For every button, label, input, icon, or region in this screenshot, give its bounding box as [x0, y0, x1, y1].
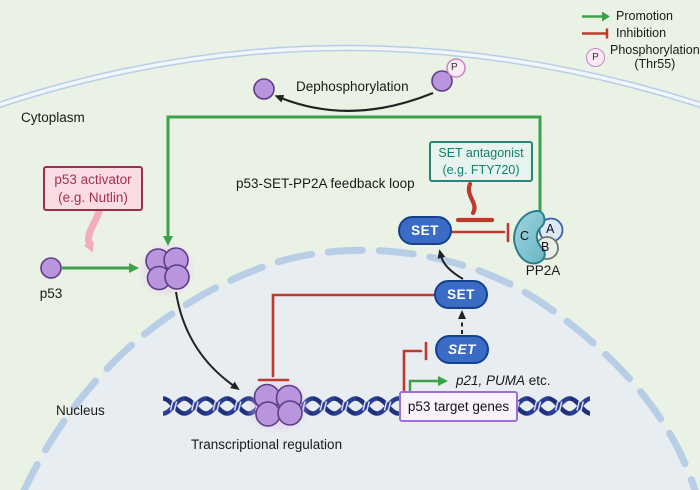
pp2a-a-label: A	[546, 222, 555, 236]
nucleus-region	[24, 250, 695, 490]
nuclear-envelope	[20, 246, 699, 490]
pp2a-label: PP2A	[525, 263, 561, 278]
etc-text: etc.	[525, 373, 551, 388]
p53-activator-line2: (e.g. Nutlin)	[58, 189, 128, 205]
set-antagonist-box: SET antagonist (e.g. FTY720)	[429, 141, 533, 182]
legend-phospho-line2: (Thr55)	[634, 57, 676, 72]
target-genes-products-label: p21, PUMA etc.	[456, 373, 551, 388]
set-inhibits-pp2a	[450, 222, 510, 243]
legend-phospho-line1: Phosphorylation	[610, 43, 700, 57]
set-antagonist-line1: SET antagonist	[438, 146, 524, 161]
legend-promotion-label: Promotion	[616, 9, 673, 23]
feedback-loop-title: p53-SET-PP2A feedback loop	[236, 176, 415, 191]
legend-phosphorylation-row: P Phosphorylation (Thr55)	[581, 43, 700, 72]
cell-membrane-inner	[0, 46, 700, 107]
phosphate-badge	[446, 58, 466, 78]
p53-tetramer-on-dna	[253, 383, 303, 427]
antagonist-inhibition	[455, 181, 495, 223]
p53-target-genes-box: p53 target genes	[399, 391, 518, 422]
phosphate-badge-label: P	[451, 62, 458, 73]
promotion-arrow-icon	[582, 11, 610, 21]
p53-activator-box: p53 activator (e.g. Nutlin)	[43, 166, 143, 211]
dna-helix	[163, 394, 590, 418]
p53-phosphorylated	[431, 70, 453, 92]
pp2a-c-label: C	[520, 229, 530, 243]
target-genes-inhibit-set	[402, 341, 428, 393]
p53-label: p53	[39, 286, 63, 301]
nucleus-label: Nucleus	[56, 403, 105, 418]
p53-activator-line1: p53 activator	[54, 171, 132, 187]
set-protein-cytoplasm: SET	[398, 216, 452, 245]
p21-puma-italic: p21, PUMA	[456, 373, 526, 388]
dna-tetramer-glow	[245, 377, 311, 435]
transcriptional-regulation-label: Transcriptional regulation	[191, 437, 343, 452]
legend-inhibition-row: Inhibition	[581, 26, 700, 40]
p53-tetramer	[145, 247, 190, 291]
activator-arrow	[83, 208, 103, 253]
p53-monomer	[40, 257, 62, 279]
target-genes-promotion-arrow	[408, 376, 448, 391]
set-translocation-arrow	[437, 249, 464, 280]
set-antagonist-line2: (e.g. FTY720)	[442, 162, 520, 177]
legend-inhibition-label: Inhibition	[616, 26, 667, 40]
dephosphorylation-arrow	[274, 91, 434, 112]
phosphorylation-icon: P	[586, 47, 605, 67]
legend: Promotion Inhibition P Phosphorylation (…	[581, 9, 700, 75]
inhibition-icon	[582, 28, 609, 38]
pp2a-b-label: B	[541, 240, 550, 254]
legend-promotion-row: Promotion	[581, 9, 700, 23]
pp2a-subunit-c	[513, 209, 546, 265]
p53-target-genes-label: p53 target genes	[407, 398, 510, 414]
set-protein-nucleus: SET	[435, 335, 489, 364]
promotion-loop-line	[163, 115, 542, 246]
cytoplasm-label: Cytoplasm	[21, 110, 85, 125]
set-inhibits-transcription	[257, 293, 437, 382]
dephosphorylation-label: Dephosphorylation	[296, 79, 409, 94]
legend-phosphorylation-label: Phosphorylation (Thr55)	[610, 43, 700, 72]
tetramer-to-dna-arrow	[175, 291, 240, 391]
set-protein-mid: SET	[434, 280, 488, 309]
p53-dephosphorylated	[253, 78, 275, 100]
